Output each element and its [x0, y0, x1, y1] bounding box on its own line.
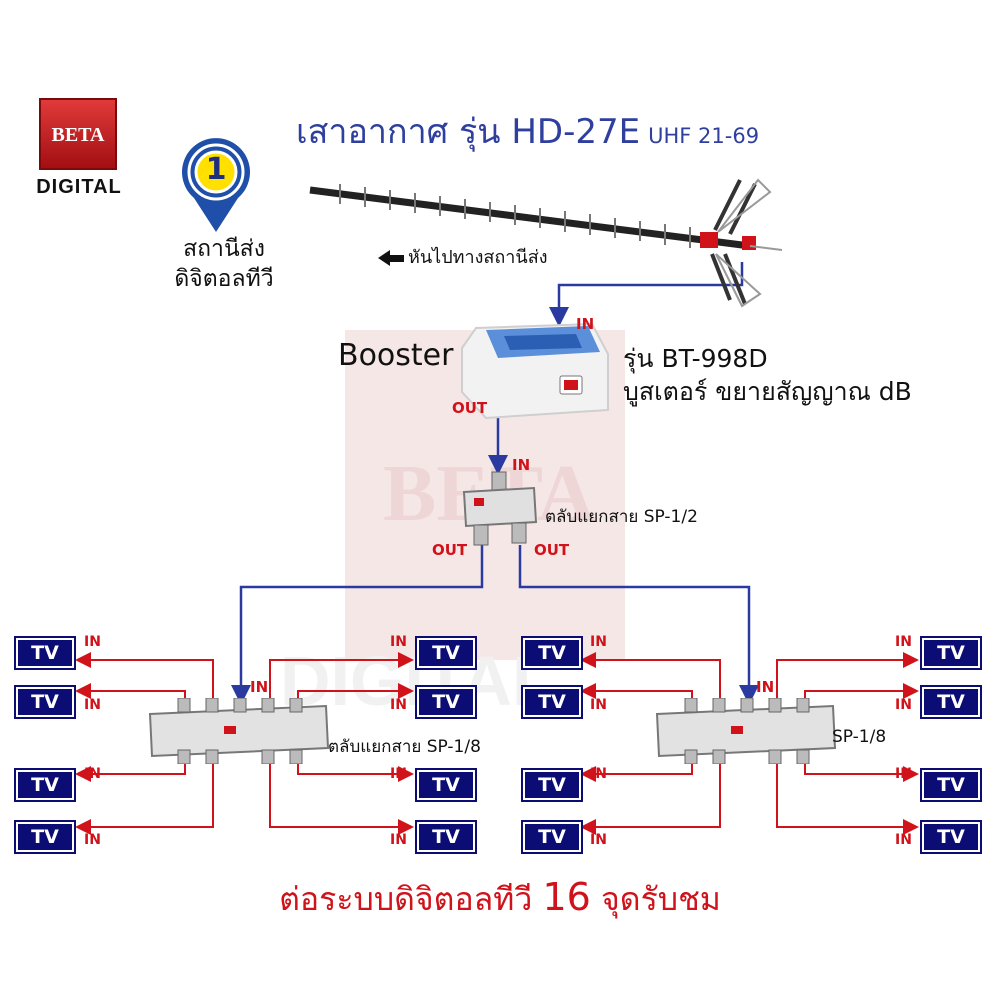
brand-logo: BETA DIGITAL	[20, 98, 138, 202]
brand-logo-top: BETA	[51, 124, 105, 146]
tv-in-label: IN	[895, 634, 912, 650]
tv-in-label: IN	[84, 832, 101, 848]
station-line1: สถานีส่ง	[183, 236, 265, 262]
antenna-direction: หันไปทางสถานีส่ง	[378, 242, 547, 271]
splitter8-left-in-label: IN	[250, 678, 269, 696]
tv-box: TV	[14, 768, 76, 802]
booster-model: รุ่น BT-998D	[623, 344, 768, 373]
tv-in-label: IN	[590, 634, 607, 650]
tv-box: TV	[415, 636, 477, 670]
splitter2-label: ตลับแยกสาย SP-1/2	[545, 507, 698, 527]
footer-number: 16	[542, 875, 591, 919]
booster-name: Booster	[338, 338, 454, 373]
splitter2-out-left-label: OUT	[432, 541, 468, 559]
tv-in-label: IN	[390, 832, 407, 848]
tv-box: TV	[14, 685, 76, 719]
title-band: UHF 21-69	[648, 124, 760, 148]
tv-box: TV	[14, 820, 76, 854]
tv-box: TV	[521, 820, 583, 854]
tv-box: TV	[920, 820, 982, 854]
splitter8-right-label: SP-1/8	[832, 727, 887, 747]
booster-model-block: รุ่น BT-998D บูสเตอร์ ขยายสัญญาณ dB	[623, 342, 912, 408]
arrow-left-shaft	[390, 254, 404, 262]
title-main: เสาอากาศ รุ่น HD-27E	[296, 112, 641, 152]
cable-to-right-splitter	[518, 545, 759, 705]
tv-box: TV	[521, 685, 583, 719]
splitter-8way-right-icon	[655, 698, 837, 764]
antenna-direction-text: หันไปทางสถานีส่ง	[408, 247, 548, 268]
tv-in-label: IN	[390, 697, 407, 713]
tv-box: TV	[415, 768, 477, 802]
splitter-8way-left-icon	[148, 698, 330, 764]
cable-to-left-splitter	[231, 545, 484, 705]
station-label: สถานีส่ง ดิจิตอลทีวี	[168, 234, 280, 294]
splitter-2way-icon	[462, 471, 538, 546]
booster-device-icon	[461, 322, 609, 420]
tv-box: TV	[521, 768, 583, 802]
splitter2-in-label: IN	[512, 456, 531, 474]
tv-box: TV	[415, 685, 477, 719]
brand-logo-box: BETA	[39, 98, 117, 170]
page-title: เสาอากาศ รุ่น HD-27E UHF 21-69	[296, 104, 759, 158]
booster-out-label: OUT	[452, 399, 488, 417]
arrow-left-icon	[378, 250, 390, 266]
tv-box: TV	[415, 820, 477, 854]
tv-in-label: IN	[590, 697, 607, 713]
tv-in-label: IN	[590, 832, 607, 848]
antenna-cable	[549, 262, 744, 327]
tv-in-label: IN	[895, 832, 912, 848]
splitter8-left-label: ตลับแยกสาย SP-1/8	[328, 737, 481, 757]
badge-number: 1	[205, 152, 227, 187]
tv-box: TV	[521, 636, 583, 670]
footer-text-a: ต่อระบบดิจิตอลทีวี	[279, 880, 533, 918]
yagi-antenna-icon	[309, 178, 783, 308]
tv-box: TV	[920, 636, 982, 670]
location-pin-icon	[182, 138, 250, 232]
booster-in-label: IN	[576, 315, 595, 333]
booster-desc: บูสเตอร์ ขยายสัญญาณ dB	[623, 377, 912, 406]
footer-text-b: จุดรับชม	[601, 880, 721, 918]
splitter8-right-in-label: IN	[756, 678, 775, 696]
tv-in-label: IN	[390, 766, 407, 782]
tv-in-label: IN	[84, 634, 101, 650]
footer-caption: ต่อระบบดิจิตอลทีวี 16 จุดรับชม	[0, 874, 1000, 925]
tv-in-label: IN	[84, 697, 101, 713]
brand-logo-bottom: DIGITAL	[36, 176, 122, 198]
tv-in-label: IN	[895, 697, 912, 713]
tv-box: TV	[920, 685, 982, 719]
splitter2-out-right-label: OUT	[534, 541, 570, 559]
tv-in-label: IN	[390, 634, 407, 650]
tv-in-label: IN	[895, 766, 912, 782]
tv-in-label: IN	[84, 766, 101, 782]
tv-in-label: IN	[590, 766, 607, 782]
tv-box: TV	[14, 636, 76, 670]
tv-box: TV	[920, 768, 982, 802]
station-line2: ดิจิตอลทีวี	[174, 266, 274, 292]
